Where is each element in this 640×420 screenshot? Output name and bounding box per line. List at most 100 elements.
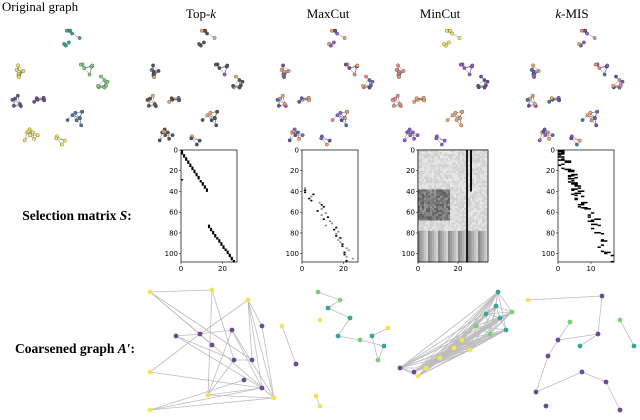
mincut-matrix-cell — [486, 179, 489, 182]
mincut-matrix-cell — [468, 249, 471, 252]
mincut-matrix-cell — [480, 208, 483, 211]
mincut-matrix-cell — [428, 176, 431, 180]
mincut-matrix-cell — [470, 193, 473, 196]
mincut-graph-node — [459, 123, 464, 128]
mincut-matrix-cell — [464, 255, 467, 259]
mincut-matrix-cell — [474, 166, 477, 169]
mincut-matrix-cell — [434, 172, 437, 176]
kmis-matrix-cell — [571, 182, 578, 184]
mincut-matrix-cell — [478, 253, 481, 257]
kmis-matrix-cell — [574, 176, 578, 179]
mincut-matrix-cell — [428, 251, 431, 255]
mincut-matrix-cell — [430, 174, 433, 178]
mincut-matrix-cell — [478, 255, 481, 259]
mincut-matrix-cell — [480, 226, 483, 230]
mincut-matrix-cell — [420, 208, 423, 211]
mincut-matrix-cell — [466, 226, 469, 230]
mincut-matrix-cell — [480, 235, 483, 238]
mincut-matrix-cell — [444, 237, 447, 240]
mincut-matrix-cell — [464, 230, 467, 234]
topk-coarse-edge — [207, 394, 275, 399]
topk-matrix-cell — [189, 164, 192, 166]
kmis-matrix-cell — [558, 151, 565, 153]
mincut-matrix-cell — [468, 172, 471, 176]
mincut-matrix-cell — [424, 168, 427, 172]
mincut-matrix-cell — [464, 206, 467, 209]
mincut-matrix-cell — [444, 195, 447, 199]
mincut-matrix-cell — [464, 226, 467, 230]
mincut-matrix-cell — [452, 201, 455, 205]
mincut-matrix-cell — [420, 257, 423, 261]
mincut-matrix-cell — [486, 228, 489, 232]
mincut-matrix-cell — [458, 206, 461, 209]
mincut-matrix-cell — [484, 249, 487, 252]
mincut-matrix-cell — [486, 220, 489, 223]
mincut-matrix-cell — [440, 206, 443, 209]
mincut-matrix-cell — [476, 220, 479, 223]
mincut-matrix-cell — [484, 203, 487, 207]
mincut-matrix-cell — [424, 201, 427, 205]
mincut-matrix-cell — [436, 241, 439, 244]
mincut-matrix-cell — [418, 152, 421, 155]
mincut-matrix-cell — [460, 172, 463, 176]
mincut-matrix-cell — [430, 247, 433, 250]
mincut-matrix-cell — [438, 189, 441, 192]
mincut-matrix-cell — [442, 176, 445, 180]
kmis-coarse-edge — [547, 339, 559, 357]
mincut-matrix-cell — [480, 259, 483, 263]
mincut-matrix-cell — [454, 218, 457, 221]
mincut-matrix-cell — [426, 191, 429, 194]
mincut-matrix-cell — [452, 164, 455, 167]
mincut-coarse-edge — [399, 367, 419, 377]
mincut-matrix-cell — [474, 162, 477, 165]
mincut-matrix-cell — [486, 249, 489, 252]
mincut-matrix-cell — [484, 195, 487, 199]
mincut-matrix-cell — [468, 189, 471, 192]
mincut-matrix-cell — [420, 189, 423, 192]
mincut-matrix-cell — [470, 226, 473, 230]
mincut-matrix-cell — [422, 164, 425, 167]
mincut-matrix-cell — [474, 195, 477, 199]
maxcut-coarse-node — [381, 343, 387, 349]
kmis-matrix-cell — [564, 168, 572, 171]
mincut-matrix-cell — [454, 189, 457, 192]
mincut-graph-node — [401, 69, 406, 73]
mincut-matrix-cell — [452, 228, 455, 232]
mincut-matrix-cell — [452, 243, 455, 246]
topk-coarse-node — [205, 392, 211, 398]
kmis-matrix-cell — [610, 260, 614, 263]
mincut-matrix-cell — [428, 255, 431, 259]
mincut-matrix-cell — [422, 255, 425, 259]
mincut-coarse-edge — [489, 305, 497, 335]
mincut-matrix-cell — [452, 249, 455, 252]
mincut-matrix-cell — [444, 210, 447, 213]
mincut-matrix-cell — [446, 218, 449, 221]
topk-graph-node — [189, 136, 194, 141]
mincut-matrix-cell — [420, 160, 423, 163]
mincut-matrix-cell — [424, 197, 427, 201]
mincut-matrix-cell — [474, 164, 477, 167]
mincut-matrix-cell — [464, 237, 467, 240]
mincut-matrix-cell — [480, 162, 483, 165]
mincut-matrix-cell — [426, 197, 429, 201]
mincut-graph-node — [447, 40, 451, 45]
mincut-matrix-cell — [448, 243, 451, 246]
mincut-matrix-cell — [472, 249, 475, 252]
mincut-matrix-cell — [486, 201, 489, 205]
mincut-matrix-cell — [458, 176, 461, 180]
mincut-matrix-cell — [466, 201, 469, 205]
mincut-matrix-cell — [468, 210, 471, 213]
maxcut-matrix-cell — [320, 203, 323, 206]
mincut-matrix-cell — [474, 220, 477, 223]
kmis-graph-node — [531, 63, 535, 68]
mincut-matrix-cell — [480, 183, 483, 186]
mincut-matrix-cell — [446, 237, 449, 240]
mincut-matrix-cell — [460, 235, 463, 238]
maxcut-matrix-cell — [310, 199, 313, 202]
mincut-matrix-cell — [420, 251, 423, 255]
mincut-matrix-cell — [486, 189, 489, 192]
mincut-matrix-cell — [452, 255, 455, 259]
mincut-matrix-cell — [480, 152, 483, 155]
maxcut-coarse-edge — [371, 327, 389, 337]
topk-graph-node — [234, 74, 238, 79]
